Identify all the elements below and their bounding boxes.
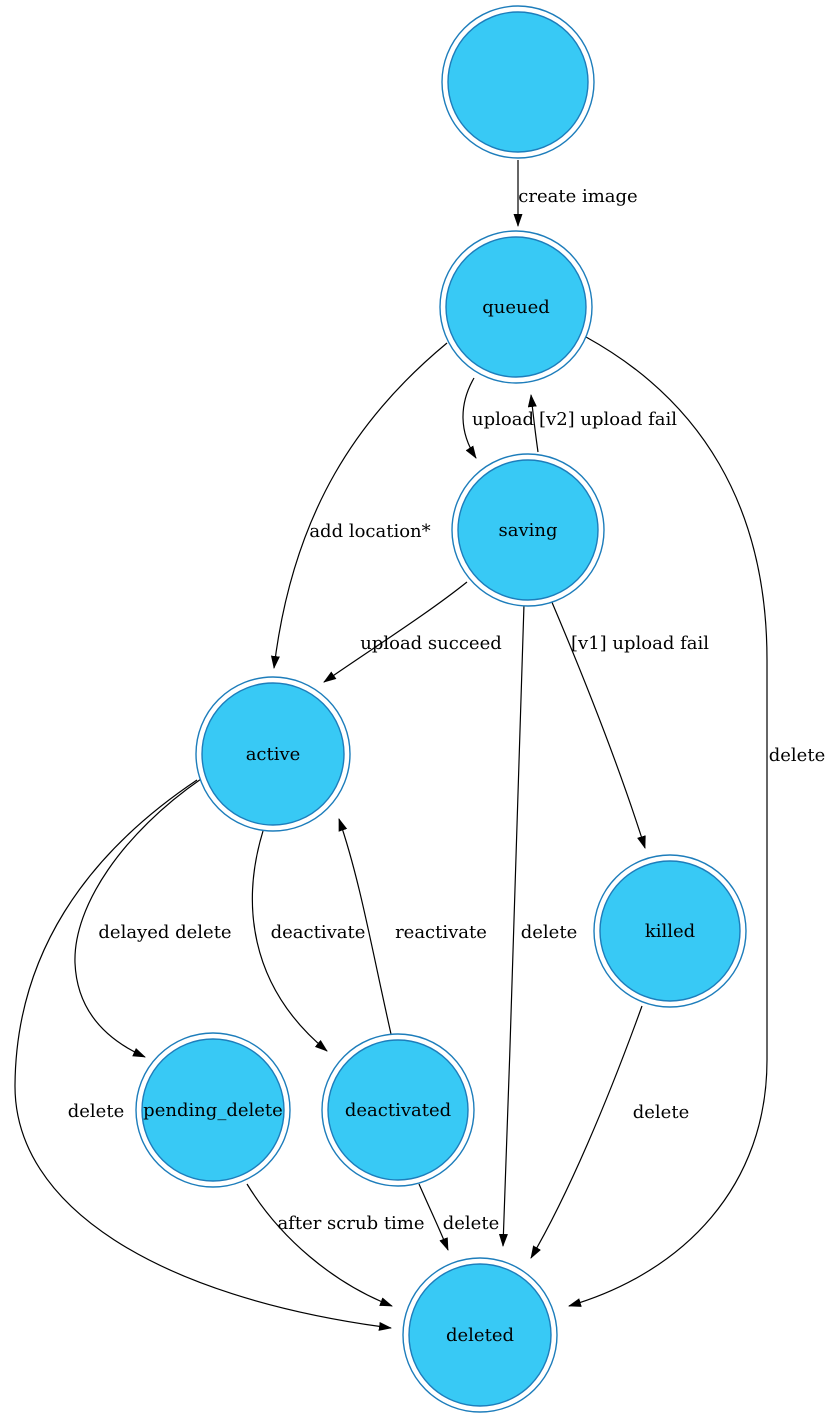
node-inner-circle (447, 11, 589, 153)
edge-label-queued-to-deleted: delete (769, 745, 825, 766)
edge-deactivated-to-deleted (418, 1183, 449, 1251)
state-node-queued: queued (439, 230, 593, 384)
node-label-killed: killed (645, 921, 695, 942)
state-node-start (441, 5, 595, 159)
edge-label-deactivated-to-deleted: delete (443, 1213, 499, 1234)
node-inner-circle (445, 236, 587, 378)
edge-label-saving-to-queued: [v2] upload fail (539, 409, 677, 430)
node-label-deleted: deleted (446, 1325, 514, 1346)
edge-label-saving-to-killed: [v1] upload fail (571, 633, 709, 654)
edge-label-queued-to-saving: upload (472, 409, 534, 430)
edge-active-to-pending_delete (74, 778, 202, 1058)
edge-label-queued-to-active: add location* (309, 521, 430, 542)
node-inner-circle (408, 1263, 552, 1407)
edge-queued-to-deleted (568, 336, 768, 1307)
edge-label-active-to-deactivated: deactivate (271, 922, 366, 943)
edge-killed-to-deleted (530, 1005, 643, 1259)
state-node-pending_delete: pending_delete (135, 1032, 291, 1188)
edge-active-to-deleted (14, 779, 392, 1331)
edge-deactivated-to-active (338, 818, 392, 1035)
edge-label-saving-to-active: upload succeed (360, 633, 502, 654)
edge-label-pending_delete-to-deleted: after scrub time (277, 1213, 424, 1234)
node-label-active: active (246, 744, 301, 765)
edge-label-start-to-queued: create image (518, 186, 637, 207)
state-node-killed: killed (593, 854, 747, 1008)
node-label-saving: saving (498, 520, 557, 541)
edge-label-killed-to-deleted: delete (633, 1102, 689, 1123)
edge-active-to-deactivated (251, 830, 328, 1052)
node-inner-circle (201, 682, 345, 826)
edge-label-deactivated-to-active: reactivate (395, 922, 487, 943)
state-node-deleted: deleted (402, 1257, 558, 1413)
node-label-deactivated: deactivated (345, 1100, 451, 1121)
edge-queued-to-saving (462, 377, 477, 459)
edge-saving-to-queued (527, 394, 539, 453)
edge-labels-layer: create image upload[v2] upload fail add lo… (68, 186, 825, 1234)
edges-layer (14, 160, 768, 1331)
node-inner-circle (599, 860, 741, 1002)
state-node-saving: saving (451, 453, 605, 607)
edge-saving-to-active (323, 581, 468, 683)
edge-saving-to-deleted (498, 603, 525, 1247)
edge-label-active-to-pending_delete: delayed delete (98, 922, 231, 943)
edge-queued-to-active (270, 342, 448, 669)
edge-saving-to-killed (550, 599, 646, 849)
node-label-pending_delete: pending_delete (143, 1100, 283, 1121)
node-inner-circle (141, 1038, 285, 1182)
node-inner-circle (327, 1039, 469, 1181)
edge-label-active-to-deleted: delete (68, 1101, 124, 1122)
state-node-active: active (195, 676, 351, 832)
state-node-deactivated: deactivated (321, 1033, 475, 1187)
node-inner-circle (457, 459, 599, 601)
edge-pending_delete-to-deleted (246, 1183, 393, 1307)
edge-label-saving-to-deleted: delete (521, 922, 577, 943)
node-label-queued: queued (482, 297, 550, 318)
